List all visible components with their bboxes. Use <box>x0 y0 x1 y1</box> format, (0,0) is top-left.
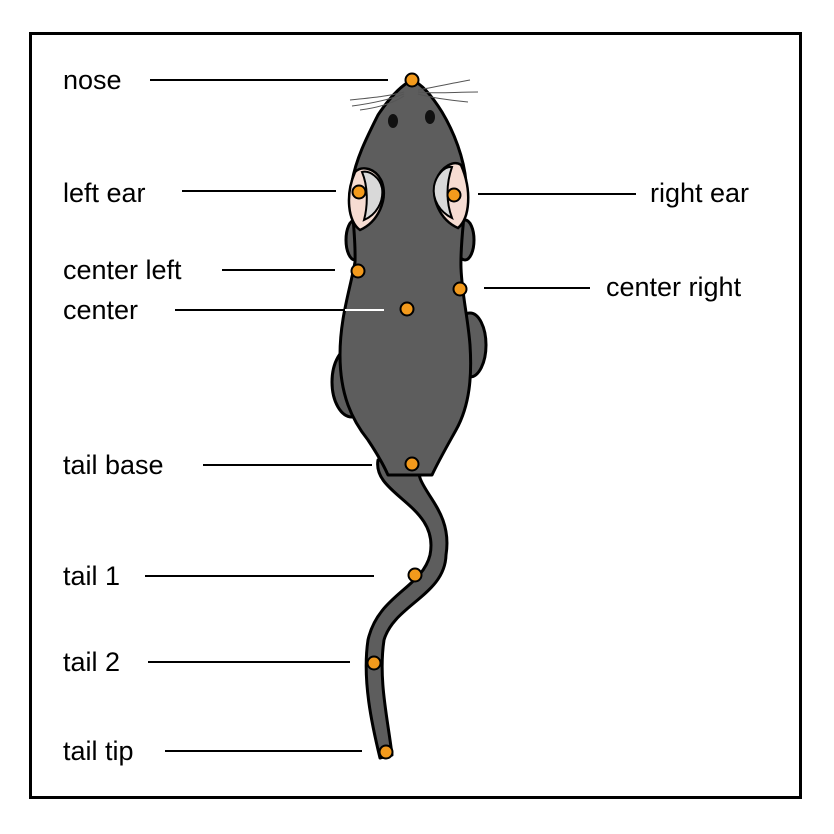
leader-lines <box>145 79 636 752</box>
keypoint-nose <box>404 72 420 88</box>
label-right-ear: right ear <box>650 178 749 208</box>
right-eye <box>425 110 435 124</box>
keypoint-center-right <box>452 281 468 297</box>
keypoint-tail-1 <box>407 567 423 583</box>
keypoint-markers <box>350 72 468 760</box>
label-nose: nose <box>63 65 122 95</box>
keypoint-left-ear <box>351 184 367 200</box>
left-ear-fold <box>360 170 384 222</box>
keypoint-labels: nose left ear right ear center left cent… <box>63 65 749 766</box>
keypoint-tail-tip <box>378 744 394 760</box>
keypoint-center <box>399 301 415 317</box>
label-left-ear: left ear <box>63 178 146 208</box>
whiskers <box>349 79 479 111</box>
label-tail-2: tail 2 <box>63 647 120 677</box>
mouse-illustration <box>330 78 488 760</box>
label-center: center <box>63 295 138 325</box>
keypoint-right-ear <box>446 187 462 203</box>
keypoint-tail-2 <box>366 655 382 671</box>
label-tail-base: tail base <box>63 450 164 480</box>
left-eye <box>388 114 398 128</box>
label-tail-1: tail 1 <box>63 561 120 591</box>
mouse-tail <box>364 458 449 760</box>
keypoint-center-left <box>350 263 366 279</box>
keypoint-tail-base <box>404 456 420 472</box>
label-center-right: center right <box>606 272 742 302</box>
label-tail-tip: tail tip <box>63 736 134 766</box>
label-center-left: center left <box>63 255 182 285</box>
